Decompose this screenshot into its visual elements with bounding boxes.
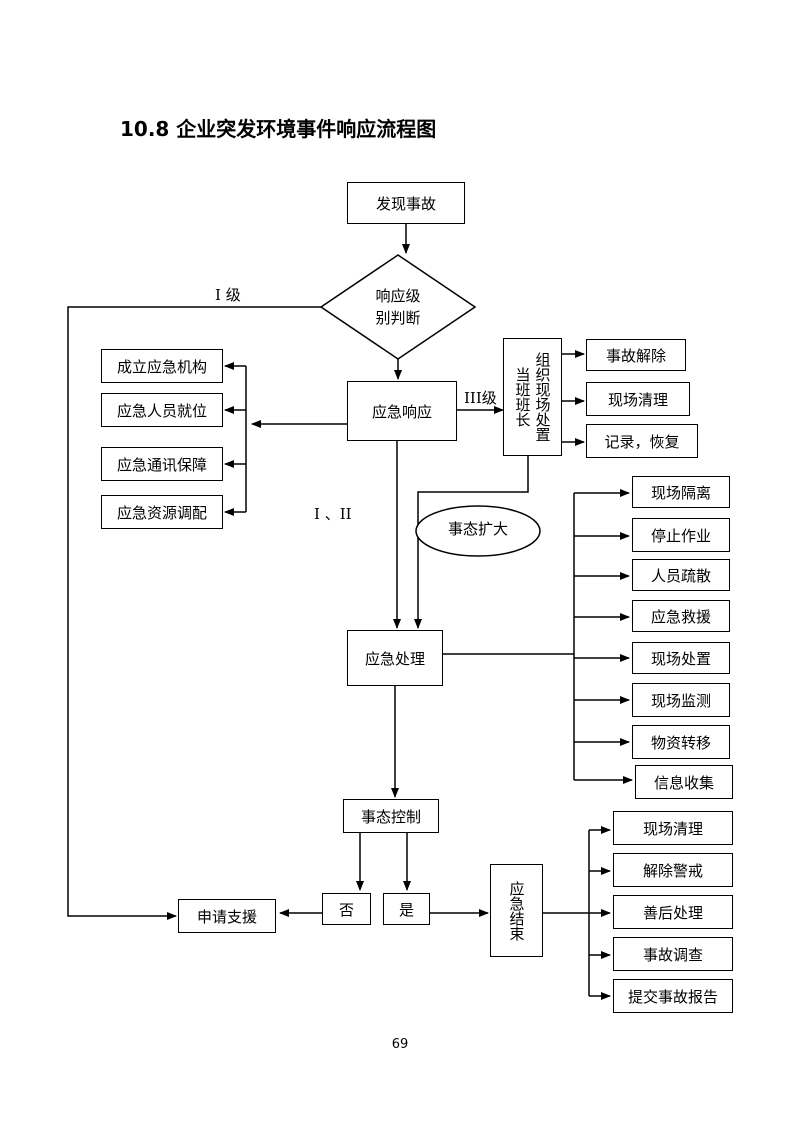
discover-accident-box: 发现事故	[347, 182, 465, 224]
handling-action-box: 现场监测	[632, 683, 730, 717]
handling-action-box: 信息收集	[635, 765, 733, 799]
onsite-leader-col2: 当班班长	[513, 367, 532, 427]
onsite-leader-box: 当班班长 组织现场处置	[503, 338, 562, 456]
handling-action-box: 应急救援	[632, 600, 730, 632]
judge-line-1: 响应级	[375, 287, 421, 305]
level-3-label: III级	[464, 389, 497, 407]
end-action-box: 提交事故报告	[613, 979, 733, 1013]
handling-action-box: 人员疏散	[632, 559, 730, 591]
escalate-ellipse	[415, 505, 541, 557]
handling-action-box: 物资转移	[632, 725, 730, 759]
request-support-box: 申请支援	[178, 899, 276, 933]
onsite-leader-col1: 组织现场处置	[533, 352, 552, 442]
onsite-action-box: 记录，恢复	[586, 424, 698, 458]
emergency-handling-box: 应急处理	[347, 630, 443, 686]
response-action-box: 应急通讯保障	[101, 447, 223, 481]
emergency-end-text: 应急结束	[507, 880, 526, 941]
end-action-box: 事故调查	[613, 937, 733, 971]
response-action-box: 应急资源调配	[101, 495, 223, 529]
end-action-box: 现场清理	[613, 811, 733, 845]
level-1-2-label: I 、II	[314, 505, 352, 523]
no-box: 否	[322, 893, 371, 925]
page-title: 10.8 企业突发环境事件响应流程图	[120, 117, 437, 141]
situation-control-box: 事态控制	[343, 799, 439, 833]
judge-level-text: 响应级 别判断	[358, 285, 438, 329]
handling-action-box: 现场处置	[632, 642, 730, 674]
emergency-response-box: 应急响应	[347, 381, 457, 441]
level-1-label: I 级	[215, 286, 241, 304]
onsite-action-box: 事故解除	[586, 339, 686, 371]
end-action-box: 善后处理	[613, 895, 733, 929]
onsite-action-box: 现场清理	[586, 382, 690, 416]
escalate-label: 事态扩大	[447, 520, 508, 538]
emergency-end-box: 应急结束	[490, 864, 543, 957]
response-action-box: 成立应急机构	[101, 349, 223, 383]
handling-action-box: 停止作业	[632, 518, 730, 552]
yes-box: 是	[383, 893, 430, 925]
judge-line-2: 别判断	[375, 309, 421, 327]
page-number: 69	[391, 1037, 409, 1052]
end-action-box: 解除警戒	[613, 853, 733, 887]
handling-action-box: 现场隔离	[632, 476, 730, 508]
response-action-box: 应急人员就位	[101, 393, 223, 427]
